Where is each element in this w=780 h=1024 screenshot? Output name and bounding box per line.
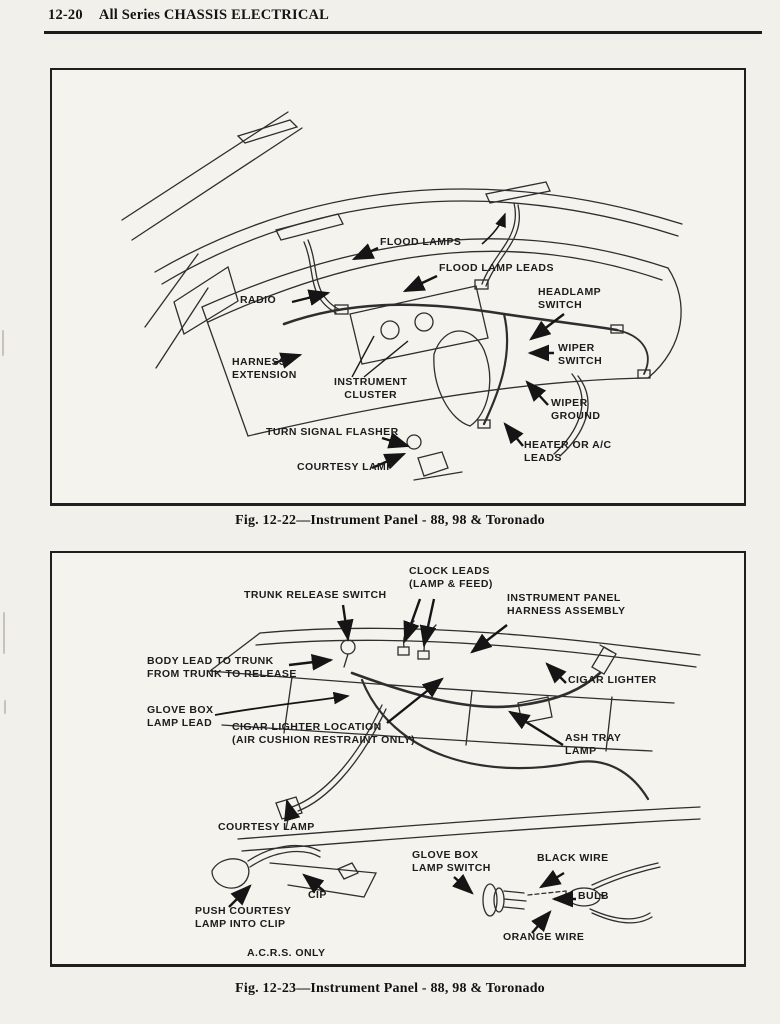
callout-orange-wire: ORANGE WIRE [503,931,585,943]
callout-wiper-switch: WIPER SWITCH [558,342,603,368]
callout-headlamp-switch: HEADLAMP SWITCH [538,286,602,312]
callout-acrs-only: A.C.R.S. ONLY [247,947,326,959]
figure-12-23-frame: TRUNK RELEASE SWITCH CLOCK LEADS (LAMP &… [50,551,746,967]
page-header: 12-20 All Series CHASSIS ELECTRICAL [48,7,329,24]
callout-cigar-lighter-location: CIGAR LIGHTER LOCATION (AIR CUSHION REST… [232,721,416,747]
figure-12-23-caption: Fig. 12-23—Instrument Panel - 88, 98 & T… [235,981,545,996]
callout-cigar-lighter: CIGAR LIGHTER [568,674,657,686]
callout-radio: RADIO [240,294,277,306]
header-rule [44,31,762,34]
callout-bulb: BULB [578,890,609,902]
callout-courtesy-lamp: COURTESY LAMP [218,821,315,833]
callout-body-lead-to-trunk: BODY LEAD TO TRUNK FROM TRUNK TO RELEASE [147,655,297,681]
callout-clock-leads: CLOCK LEADS (LAMP & FEED) [409,565,493,591]
callout-cip: CIP [308,889,327,901]
figure-12-22-caption: Fig. 12-22—Instrument Panel - 88, 98 & T… [235,513,545,528]
lower-panel-line-art [209,598,701,934]
callout-courtesy-lamp: COURTESY LAMP [297,461,394,473]
callout-flood-lamps: FLOOD LAMPS [380,236,462,248]
callout-black-wire: BLACK WIRE [537,852,609,864]
callout-glove-box-lamp-lead: GLOVE BOX LAMP LEAD [147,704,214,730]
callout-ash-tray-lamp: ASH TRAY LAMP [565,732,622,758]
callout-glove-box-lamp-switch: GLOVE BOX LAMP SWITCH [412,849,491,875]
callout-trunk-release-switch: TRUNK RELEASE SWITCH [244,589,387,601]
callout-instrument-panel-harness-assembly: INSTRUMENT PANEL HARNESS ASSEMBLY [507,592,626,618]
callout-harness-extension: HARNESS EXTENSION [232,356,297,382]
callout-heater-ac-leads: HEATER OR A/C LEADS [524,439,612,465]
callout-flood-lamp-leads: FLOOD LAMP LEADS [439,262,554,274]
figure-12-22-frame: FLOOD LAMPS FLOOD LAMP LEADS RADIO HEADL… [50,68,746,506]
callout-wiper-ground: WIPER GROUND [551,397,601,423]
page-number: 12-20 [48,7,83,23]
scan-artifact [2,330,4,356]
callout-push-courtesy-lamp-into-clip: PUSH COURTESY LAMP INTO CLIP [195,905,292,931]
instrument-panel-line-art [121,111,683,481]
scan-artifact [3,612,5,654]
scan-artifact [4,700,6,714]
callout-turn-signal-flasher: TURN SIGNAL FLASHER [266,426,399,438]
page-title: All Series CHASSIS ELECTRICAL [98,7,330,23]
callout-instrument-cluster: INSTRUMENT CLUSTER [334,376,408,402]
